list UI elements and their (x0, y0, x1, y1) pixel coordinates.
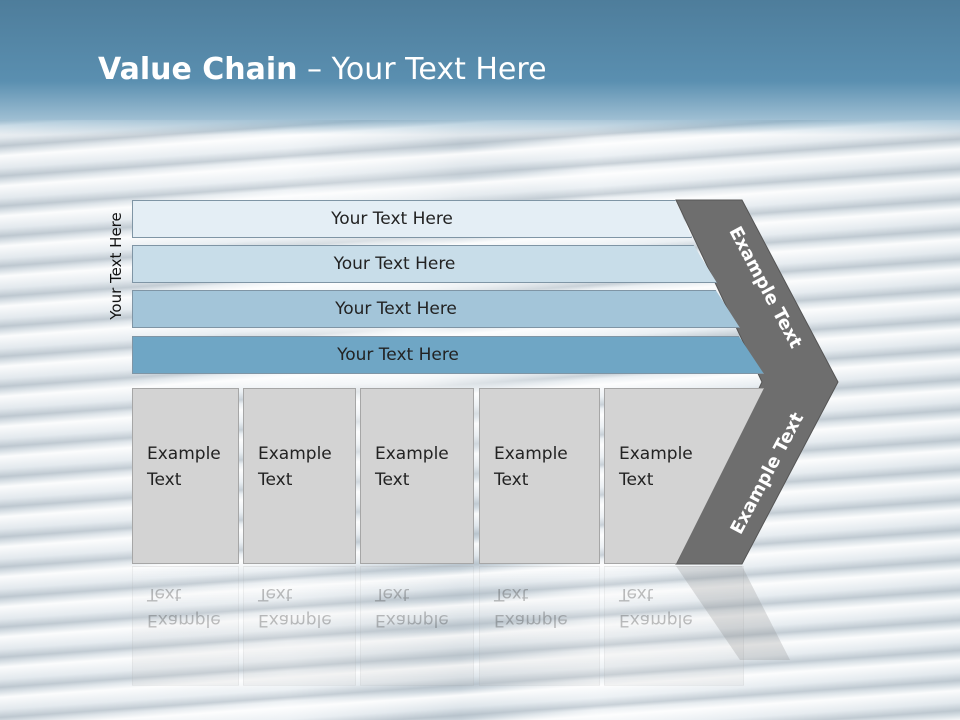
value-bar-1[interactable]: Your Text Here (132, 200, 692, 238)
slide-title[interactable]: Value Chain – Your Text Here (98, 52, 547, 87)
header-band (0, 0, 960, 135)
vertical-axis-label[interactable]: Your Text Here (107, 212, 125, 320)
title-bold: Value Chain (98, 52, 298, 87)
title-rest: – Your Text Here (297, 52, 547, 87)
value-bar-3[interactable]: Your Text Here (132, 290, 740, 328)
value-bar-4[interactable]: Your Text Here (132, 336, 764, 374)
value-bar-2[interactable]: Your Text Here (132, 245, 717, 283)
